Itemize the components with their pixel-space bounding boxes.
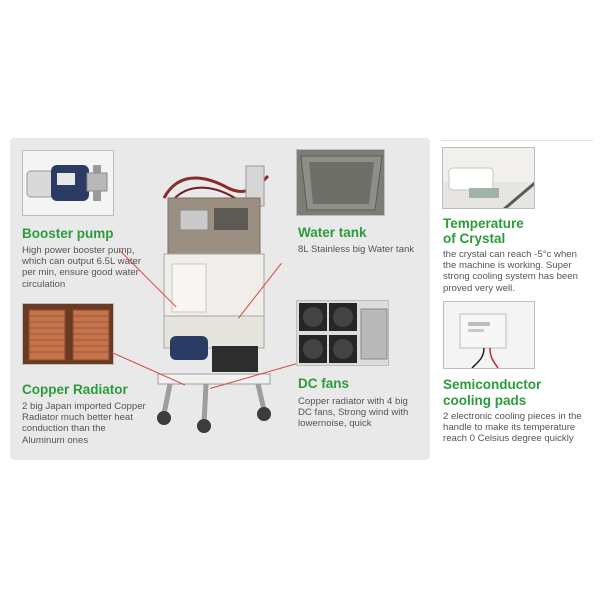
dc-fans-title: DC fans	[298, 376, 350, 391]
copper-radiator-photo	[22, 303, 114, 365]
semiconductor-pad-photo	[443, 301, 535, 369]
water-tank-photo	[296, 149, 385, 216]
crystal-photo	[442, 147, 535, 209]
booster-pump-title: Booster pump	[22, 226, 114, 241]
copper-radiator-description: 2 big Japan imported Copper Radiator muc…	[22, 401, 146, 446]
semiconductor-title-line2: cooling pads	[443, 393, 527, 408]
water-tank-description: 8L Stainless big Water tank	[298, 244, 415, 255]
booster-pump-photo	[22, 150, 114, 216]
machine-illustration	[150, 160, 278, 435]
dc-fans-description: Copper radiator with 4 big DC fans, Stro…	[298, 396, 409, 430]
semiconductor-title-line1: Semiconductor	[443, 377, 542, 392]
divider-line	[441, 140, 593, 141]
booster-pump-description: High power booster pump, which can outpu…	[22, 245, 142, 290]
crystal-title-line2: of Crystal	[443, 231, 506, 246]
crystal-description: the crystal can reach -5°c when the mach…	[443, 249, 578, 294]
copper-radiator-title: Copper Radiator	[22, 382, 128, 397]
water-tank-title: Water tank	[298, 225, 367, 240]
semiconductor-description: 2 electronic cooling pieces in the handl…	[443, 411, 582, 445]
dc-fans-photo	[296, 300, 389, 366]
crystal-title-line1: Temperature	[443, 216, 524, 231]
